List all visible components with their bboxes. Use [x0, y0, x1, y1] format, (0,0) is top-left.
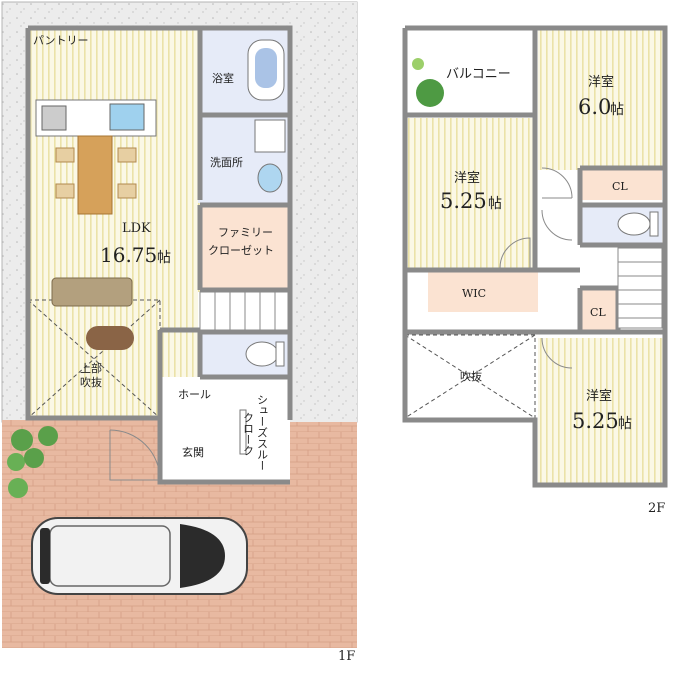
- balcony-label: バルコニー: [446, 67, 511, 82]
- stairs-2f: [617, 247, 663, 329]
- room-bottom-unit: 帖: [618, 416, 632, 432]
- void-label-1f: 上部: [80, 361, 102, 375]
- family-closet-floor: [198, 205, 290, 290]
- hall-floor: [160, 377, 290, 482]
- ldk-label: LDK: [122, 221, 151, 236]
- floor-1: パントリー 浴室 洗面所 LDK 16.75 帖 ファミリー クローゼット 上部…: [1, 1, 358, 664]
- room-mid-size: 5.25: [440, 189, 487, 213]
- floor-2: バルコニー 洋室 6.0 帖 洋室 5.25 帖 CL WIC CL 吹抜 洋室…: [402, 25, 668, 516]
- sofa: [51, 277, 133, 307]
- floor-1-label: 1F: [338, 649, 355, 664]
- washbasin-icon: [257, 163, 283, 193]
- ldk-floor: [28, 28, 200, 418]
- ldk-unit: 帖: [157, 250, 171, 266]
- chair-icon: [55, 183, 75, 199]
- car-icon: [31, 517, 248, 595]
- void-label-2f: 吹抜: [460, 369, 482, 383]
- pantry-label: パントリー: [33, 34, 89, 47]
- bath-label: 浴室: [212, 71, 234, 85]
- toilet-icon: [245, 341, 279, 367]
- chair-icon: [117, 183, 137, 199]
- plant-icon: [412, 58, 444, 107]
- tree-icon: [7, 426, 58, 498]
- room-mid-name: 洋室: [454, 170, 480, 186]
- room-top-unit: 帖: [610, 102, 624, 118]
- wic-label: WIC: [462, 287, 486, 300]
- room-mid-unit: 帖: [488, 196, 502, 212]
- washroom-label: 洗面所: [210, 156, 243, 169]
- toilet-icon-2f: [617, 212, 651, 236]
- room-top-name: 洋室: [588, 74, 614, 90]
- hall-label: ホール: [178, 388, 211, 401]
- void-cross-2f: [404, 334, 536, 419]
- shoe-cloak-label-2: クローク: [242, 412, 255, 456]
- stove-icon: [41, 105, 67, 131]
- void-cross-1f: [27, 299, 161, 419]
- room-bottom-size: 5.25: [572, 409, 619, 433]
- chair-icon: [55, 147, 75, 163]
- stairs-1f: [199, 291, 289, 331]
- chair-icon: [117, 147, 137, 163]
- shoe-cloak-label: シューズスルー: [256, 394, 269, 471]
- outer-walls-2f: [402, 25, 668, 488]
- floor-2-label: 2F: [648, 501, 665, 516]
- sink-icon: [109, 103, 145, 131]
- family-closet-label-2: クローゼット: [208, 244, 274, 257]
- room-top-size: 6.0: [578, 95, 611, 119]
- room-bottom-name: 洋室: [586, 388, 612, 404]
- entrance-label: 玄関: [182, 445, 204, 459]
- closet-top-label: CL: [612, 180, 628, 193]
- rug: [86, 326, 134, 350]
- family-closet-label: ファミリー: [218, 226, 273, 239]
- ldk-size: 16.75: [100, 243, 157, 267]
- void-label-1f-2: 吹抜: [80, 375, 102, 389]
- dining-table: [77, 135, 113, 215]
- closet-bottom-label: CL: [590, 306, 606, 319]
